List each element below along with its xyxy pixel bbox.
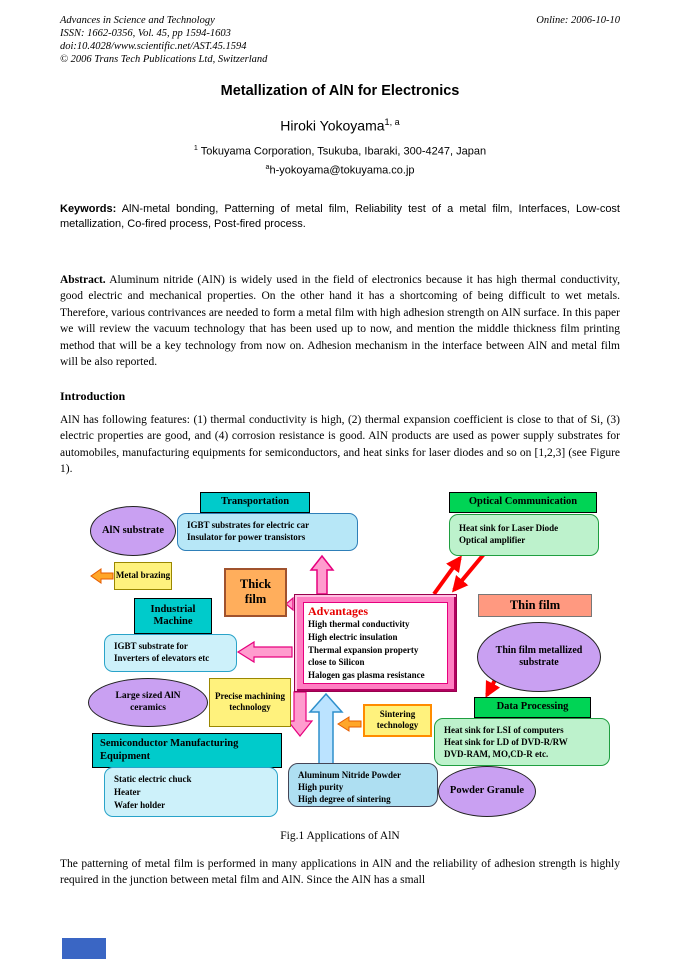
semiconductor-item: Static electric chuck	[114, 773, 192, 784]
advantage-item: Thermal expansion property	[308, 644, 419, 655]
bottom-page-artifact	[62, 938, 106, 959]
abstract-text: Aluminum nitride (AlN) is widely used in…	[60, 273, 620, 369]
data-item: Heat sink for LSI of computers	[444, 724, 564, 735]
email-superscript: a	[265, 163, 270, 172]
doi-line: doi:10.4028/www.scientific.net/AST.45.15…	[60, 41, 247, 52]
advantage-item: High electric insulation	[308, 631, 398, 642]
advantage-item: close to Silicon	[308, 657, 365, 668]
advantages-title: Advantages	[308, 603, 369, 618]
metal-brazing-box: Metal brazing	[114, 561, 172, 590]
semiconductor-item: Wafer holder	[114, 799, 166, 810]
aln-substrate-ellipse: AlN substrate	[90, 505, 176, 556]
author-line: Hiroki Yokoyama1, a	[60, 114, 620, 135]
red-arrow-optical	[432, 555, 462, 596]
industrial-item: IGBT substrate for	[114, 640, 188, 651]
affiliation-text: Tokuyama Corporation, Tsukuba, Ibaraki, …	[197, 145, 487, 158]
affiliation-superscript: 1	[193, 143, 198, 152]
data-item: Heat sink for LD of DVD-R/RW	[444, 736, 568, 747]
figure-caption: Fig.1 Applications of AlN	[280, 829, 400, 842]
pink-down-arrow	[286, 691, 314, 737]
industrial-item: Inverters of elevators etc	[114, 652, 210, 663]
abstract-paragraph: Abstract. Aluminum nitride (AlN) is wide…	[60, 272, 620, 371]
blue-up-arrow	[308, 692, 344, 765]
powder-granule-ellipse: Powder Granule	[438, 765, 536, 817]
semiconductor-items-box: Static electric chuck Heater Wafer holde…	[104, 766, 278, 817]
data-processing-box: Data Processing	[474, 696, 591, 718]
data-items-box: Heat sink for LSI of computers Heat sink…	[434, 717, 610, 766]
powder-item: High purity	[298, 781, 344, 792]
aluminum-nitride-powder-box: Aluminum Nitride Powder High purity High…	[288, 762, 438, 807]
advantage-item: Halogen gas plasma resistance	[308, 670, 425, 681]
optical-item: Heat sink for Laser Diode	[459, 522, 559, 533]
figure-arrows	[90, 552, 501, 765]
issn-line: ISSN: 1662-0356, Vol. 45, pp 1594-1603	[60, 28, 231, 39]
advantage-item: High thermal conductivity	[308, 618, 410, 629]
pink-left-arrow-igbt	[236, 640, 293, 664]
powder-item: Aluminum Nitride Powder	[298, 769, 401, 780]
powder-item: High degree of sintering	[298, 793, 391, 804]
email-line: ah-yokoyama@tokuyama.co.jp	[60, 160, 620, 178]
journal-header-line1: Advances in Science and Technology Onlin…	[60, 14, 620, 27]
transportation-item: Insulator for power transistors	[187, 531, 306, 542]
orange-left-arrow-sintering	[337, 716, 362, 732]
journal-header: Advances in Science and Technology Onlin…	[60, 14, 620, 66]
data-item: DVD-RAM, MO,CD-R etc.	[444, 748, 549, 759]
abstract-label: Abstract.	[60, 273, 106, 286]
online-date: Online: 2006-10-10	[536, 15, 620, 26]
industrial-items-box: IGBT substrate for Inverters of elevator…	[104, 633, 237, 672]
copyright-line: © 2006 Trans Tech Publications Ltd, Swit…	[60, 54, 268, 65]
transportation-item: IGBT substrates for electric car	[187, 519, 310, 530]
red-arrow-dataprocessing	[485, 679, 501, 698]
precise-machining-box: Precise machining technology	[209, 677, 291, 727]
pink-up-arrow	[309, 554, 335, 595]
affiliation-line: 1 Tokuyama Corporation, Tsukuba, Ibaraki…	[60, 141, 620, 159]
optical-item: Optical amplifier	[459, 534, 526, 545]
paper-title: Metallization of AlN for Electronics	[220, 83, 460, 99]
introduction-paragraph: AlN has following features: (1) thermal …	[60, 413, 620, 476]
sintering-technology-box: Sintering technology	[363, 703, 432, 737]
author-name: Hiroki Yokoyama	[280, 117, 385, 134]
optical-items-box: Heat sink for Laser Diode Optical amplif…	[449, 513, 599, 556]
author-superscript: 1, a	[384, 117, 400, 127]
thick-film-box: Thick film	[224, 567, 287, 617]
closing-paragraph: The patterning of metal film is performe…	[60, 857, 620, 887]
thin-film-substrate-ellipse: Thin film metallized substrate	[477, 621, 601, 692]
keywords-label: Keywords:	[60, 202, 117, 215]
thin-film-box: Thin film	[478, 593, 592, 617]
semiconductor-equipment-box: Semiconductor Manufacturing Equipment	[92, 732, 282, 768]
pink-left-arrow-thick-film	[285, 596, 294, 612]
keywords-text: AlN-metal bonding, Patterning of metal f…	[60, 202, 620, 230]
optical-communication-box: Optical Communication	[449, 491, 597, 513]
advantages-box: Advantages High thermal conductivity Hig…	[294, 593, 457, 692]
industrial-machine-box: Industrial Machine	[134, 597, 212, 634]
transportation-items-box: IGBT substrates for electric car Insulat…	[177, 512, 358, 551]
keywords-paragraph: Keywords: AlN-metal bonding, Patterning …	[60, 202, 620, 232]
journal-name: Advances in Science and Technology	[60, 15, 215, 26]
orange-left-arrow-brazing	[90, 568, 114, 584]
red-arrow-thinfilm	[451, 552, 486, 593]
semiconductor-item: Heater	[114, 786, 141, 797]
introduction-heading: Introduction	[60, 388, 126, 403]
figure-1-diagram: Transportation IGBT substrates for elect…	[60, 486, 620, 824]
advantages-inner: Advantages High thermal conductivity Hig…	[303, 601, 448, 684]
email-text: h-yokoyama@tokuyama.co.jp	[269, 164, 415, 177]
transportation-box: Transportation	[200, 491, 310, 513]
large-aln-ceramics-ellipse: Large sized AlN ceramics	[88, 677, 208, 727]
